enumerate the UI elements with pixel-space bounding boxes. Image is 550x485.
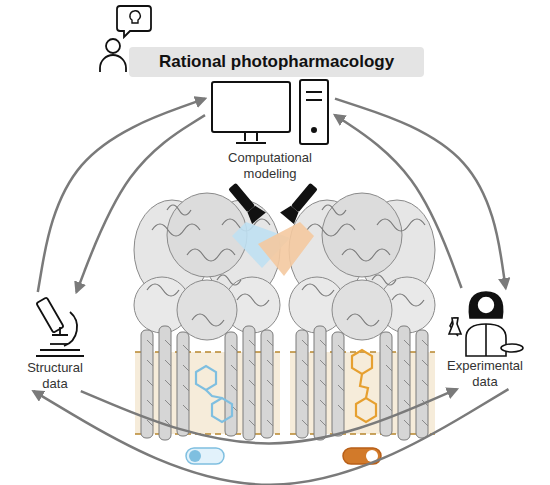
node-label: Structural data	[15, 360, 95, 391]
cycle-arrow	[335, 99, 506, 288]
cycle-arrow	[335, 115, 462, 288]
node-label: Experimental data	[439, 358, 531, 389]
title-text: Rational photopharmacology	[159, 52, 394, 72]
icon-label-node: Computational modeling	[205, 78, 335, 181]
cycle-arrow	[81, 389, 457, 443]
node-label: Computational modeling	[218, 150, 322, 181]
icon-label-node: Structural data	[12, 292, 98, 391]
cycle-arrow	[34, 389, 509, 485]
cycle-arrow	[38, 99, 205, 292]
title-bar: Rational photopharmacology	[129, 47, 424, 77]
cycle-arrow	[77, 115, 206, 292]
icon-label-node: Experimental data	[438, 288, 532, 389]
